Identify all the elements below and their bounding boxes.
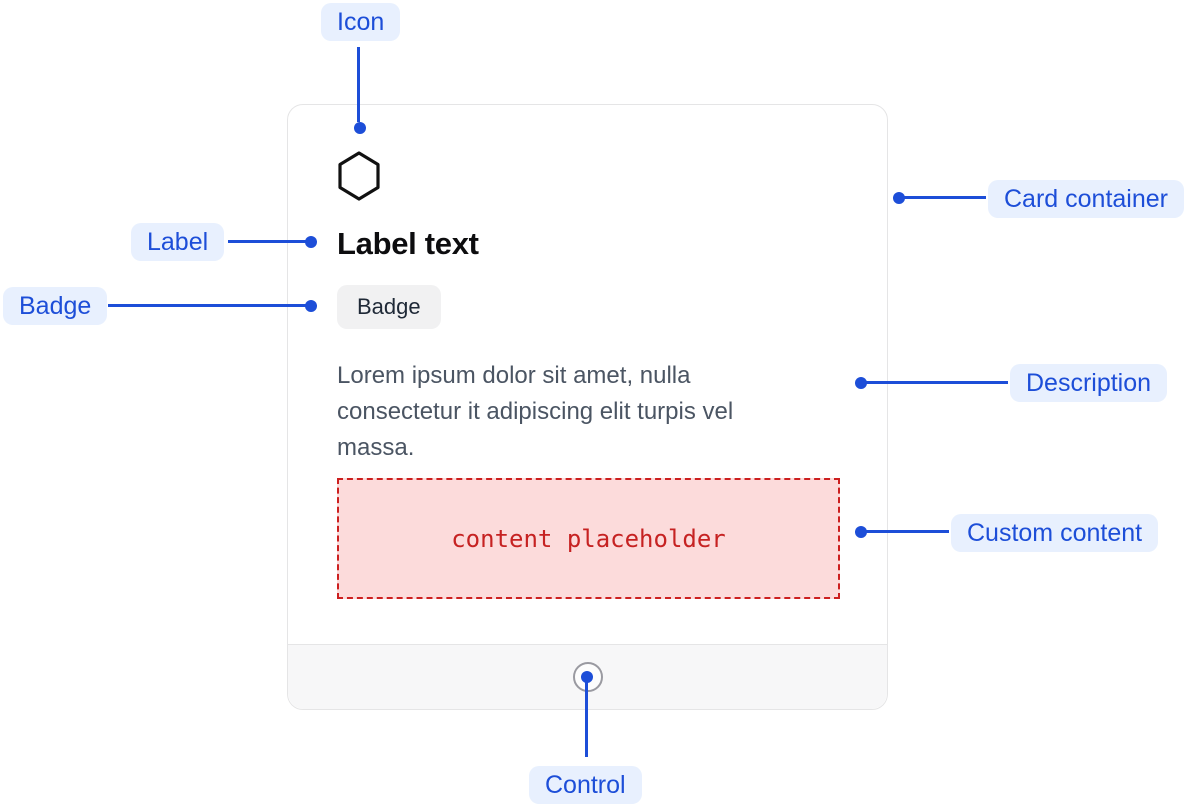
callout-icon: Icon	[321, 3, 401, 41]
callout-line-card-container	[897, 196, 986, 199]
callout-dot-label	[305, 236, 317, 248]
control-button[interactable]	[573, 662, 603, 692]
callout-dot-control	[581, 671, 593, 683]
callout-badge: Badge	[3, 287, 108, 325]
callout-card-container: Card container	[988, 180, 1184, 218]
callout-custom-content: Custom content	[951, 514, 1159, 552]
callout-label: Label	[131, 223, 225, 261]
callout-dot-custom-content	[855, 526, 867, 538]
hexagon-icon	[337, 151, 381, 206]
custom-content-placeholder: content placeholder	[337, 478, 840, 599]
callout-dot-badge	[305, 300, 317, 312]
callout-line-control	[585, 677, 588, 757]
card-badge: Badge	[337, 285, 441, 329]
callout-line-description	[859, 381, 1008, 384]
callout-dot-description	[855, 377, 867, 389]
callout-dot-icon	[354, 122, 366, 134]
custom-content-placeholder-text: content placeholder	[451, 524, 726, 553]
callout-line-custom-content	[859, 530, 949, 533]
callout-dot-card-container	[893, 192, 905, 204]
callout-line-badge	[108, 304, 313, 307]
card-description: Lorem ipsum dolor sit amet, nulla consec…	[337, 362, 734, 461]
card-label: Label text	[337, 226, 479, 261]
card-container: Label text Badge Lorem ipsum dolor sit a…	[287, 104, 888, 710]
callout-line-label	[228, 240, 313, 243]
callout-control: Control	[529, 766, 642, 804]
callout-description: Description	[1010, 364, 1168, 402]
callout-line-icon	[357, 47, 360, 122]
